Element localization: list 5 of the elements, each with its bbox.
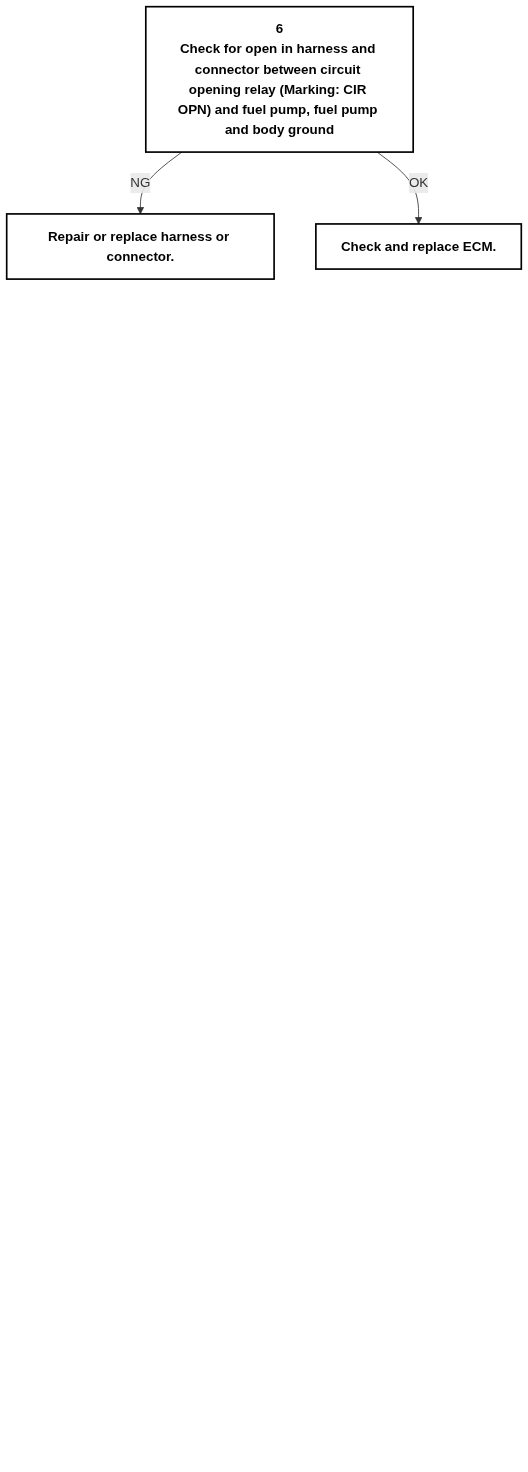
edge-label: OK <box>408 175 429 190</box>
edge-label: NG <box>130 175 151 190</box>
node-box: Repair or replace harness or connector. <box>5 213 275 280</box>
node-box: Check and replace ECM. <box>315 223 523 270</box>
node-box: 6 Check for open in harness and connector between circuit opening relay (Marking: CIR OPN) and fuel pump, fuel pump and body ground <box>144 5 415 153</box>
